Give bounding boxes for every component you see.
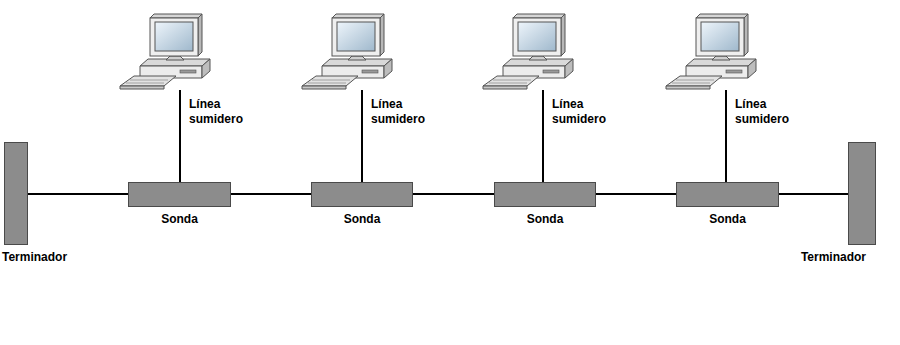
terminator-shape	[4, 142, 28, 245]
sink-line	[179, 90, 181, 182]
node-label: Terminador	[801, 250, 866, 264]
probe-shape	[676, 182, 779, 207]
node-label: Terminador	[2, 250, 67, 264]
computer-icon	[666, 14, 756, 89]
probe-node: Sonda	[676, 182, 779, 207]
probe-node: Sonda	[128, 182, 231, 207]
computer-icon	[483, 14, 573, 89]
sink-line	[361, 90, 363, 182]
bus-segment	[779, 193, 848, 195]
bus-segment	[596, 193, 676, 195]
sink-line	[542, 90, 544, 182]
sink-line	[725, 90, 727, 182]
line-label: Línea sumidero	[552, 97, 614, 127]
terminator-shape	[848, 142, 876, 245]
node-label: Sonda	[344, 212, 381, 226]
node-label: Sonda	[709, 212, 746, 226]
probe-shape	[311, 182, 413, 207]
node-label: Sonda	[161, 212, 198, 226]
line-label: Línea sumidero	[189, 97, 251, 127]
line-label: Línea sumidero	[735, 97, 797, 127]
probe-node: Sonda	[494, 182, 596, 207]
computer-icon	[120, 14, 210, 89]
probe-shape	[494, 182, 596, 207]
bus-segment	[28, 193, 128, 195]
terminator-node: Terminador	[4, 142, 28, 245]
probe-shape	[128, 182, 231, 207]
computer-icon	[302, 14, 392, 89]
bus-segment	[413, 193, 494, 195]
probe-node: Sonda	[311, 182, 413, 207]
bus-segment	[231, 193, 311, 195]
line-label: Línea sumidero	[371, 97, 433, 127]
terminator-node: Terminador	[848, 142, 876, 245]
node-label: Sonda	[527, 212, 564, 226]
